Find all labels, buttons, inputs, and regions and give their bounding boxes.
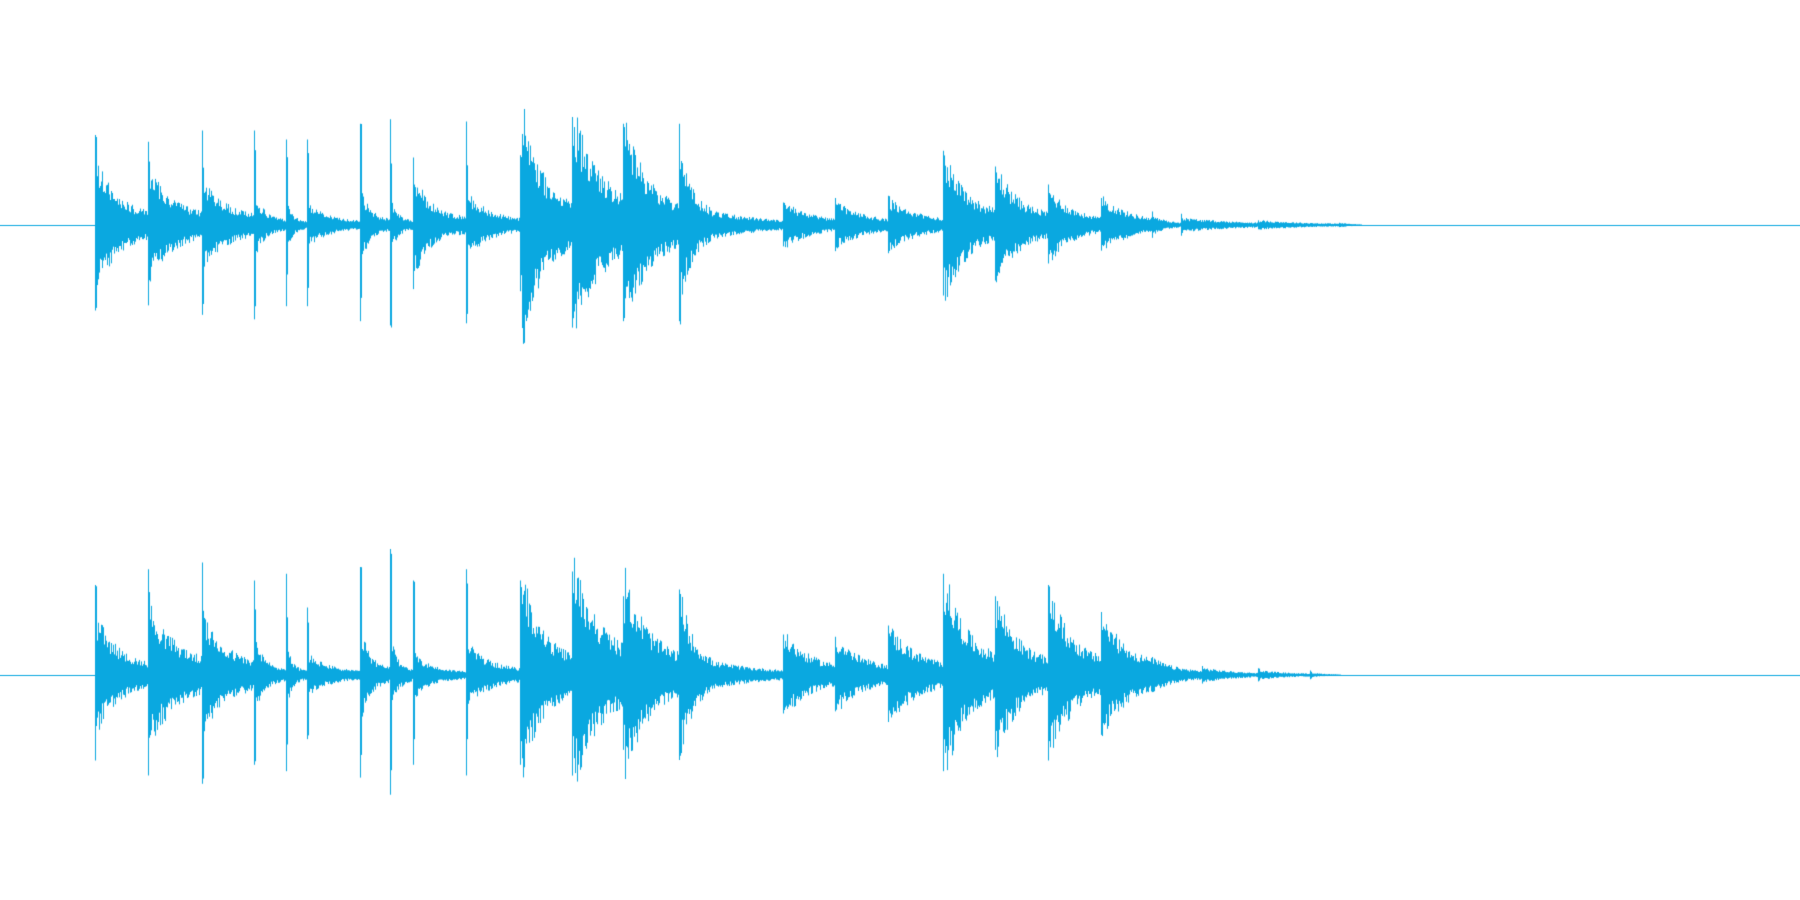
waveform-display [0, 0, 1800, 900]
